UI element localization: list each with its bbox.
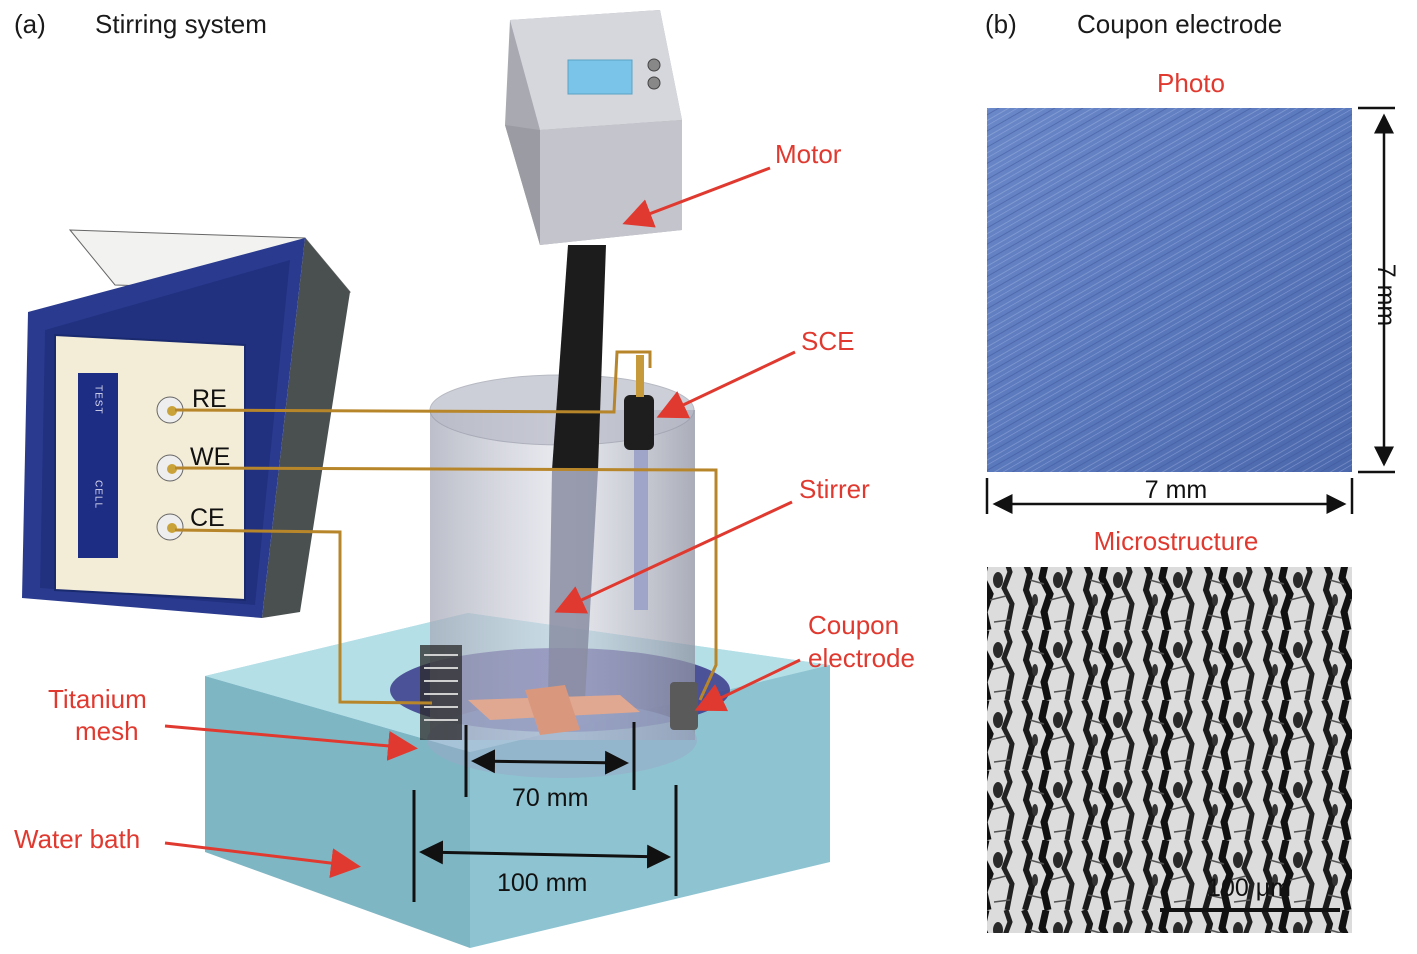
inner-diameter-dimension — [464, 722, 636, 797]
sce-label: SCE — [801, 326, 854, 356]
motor-shaft — [552, 245, 606, 470]
motor-display — [567, 59, 633, 95]
coupon-photo — [987, 108, 1352, 472]
terminal-we-label: WE — [190, 443, 230, 471]
coupon-label-line2: electrode — [808, 643, 915, 673]
panel-text-bottom: CELL — [93, 480, 104, 509]
motor-housing — [505, 10, 682, 245]
motor-label: Motor — [775, 139, 842, 169]
terminal-ce — [156, 513, 184, 541]
titanium-mesh — [420, 645, 462, 740]
microstructure-image — [987, 567, 1352, 933]
potentiostat-box: TEST CELL — [22, 229, 352, 618]
panel-label-strip — [78, 373, 118, 558]
terminal-we — [156, 454, 184, 482]
photo-width-dimension — [985, 478, 1354, 514]
coupon-holder — [670, 682, 698, 730]
photo-label: Photo — [1157, 68, 1225, 98]
panel-b-letter: (b) — [985, 9, 1017, 39]
wire-ce — [174, 528, 433, 705]
microstructure-label: Microstructure — [1094, 526, 1259, 556]
photo-height-label: 7 mm — [1372, 264, 1400, 327]
stirrer-label: Stirrer — [799, 474, 870, 504]
panel-a-letter: (a) — [14, 9, 46, 39]
motor-knob-top — [647, 58, 661, 72]
motor-arrow — [622, 166, 771, 228]
titanium-label-line1: Titanium — [48, 684, 147, 714]
photo-width-label: 7 mm — [1145, 476, 1208, 504]
impeller — [468, 685, 640, 735]
panel-b-title: Coupon electrode — [1077, 9, 1282, 39]
titanium-label-line2: mesh — [75, 716, 139, 746]
motor-knob-bottom — [647, 76, 661, 90]
panel-text-top: TEST — [93, 385, 104, 415]
terminal-re-label: RE — [192, 385, 227, 413]
water-bath-arrow — [164, 841, 361, 879]
panel-a-title: Stirring system — [95, 9, 267, 39]
wire-we — [174, 466, 718, 701]
outer-diameter-label: 100 mm — [497, 869, 587, 897]
terminal-re — [156, 396, 184, 424]
stirrer-arrow — [554, 500, 793, 614]
coupon-arrow — [694, 658, 801, 712]
wire-re — [174, 350, 652, 414]
sce-arrow — [656, 350, 796, 419]
scale-bar-label: 100 μm — [1207, 874, 1291, 902]
titanium-arrow — [164, 724, 418, 761]
outer-diameter-dimension — [412, 785, 678, 902]
water-bath-label: Water bath — [14, 824, 140, 854]
stirrer-rod — [548, 470, 598, 700]
terminal-ce-label: CE — [190, 504, 225, 532]
coupon-label-line1: Coupon — [808, 610, 899, 640]
sce-probe — [624, 355, 654, 610]
inner-diameter-label: 70 mm — [512, 784, 588, 812]
photo-height-dimension — [1358, 106, 1395, 474]
